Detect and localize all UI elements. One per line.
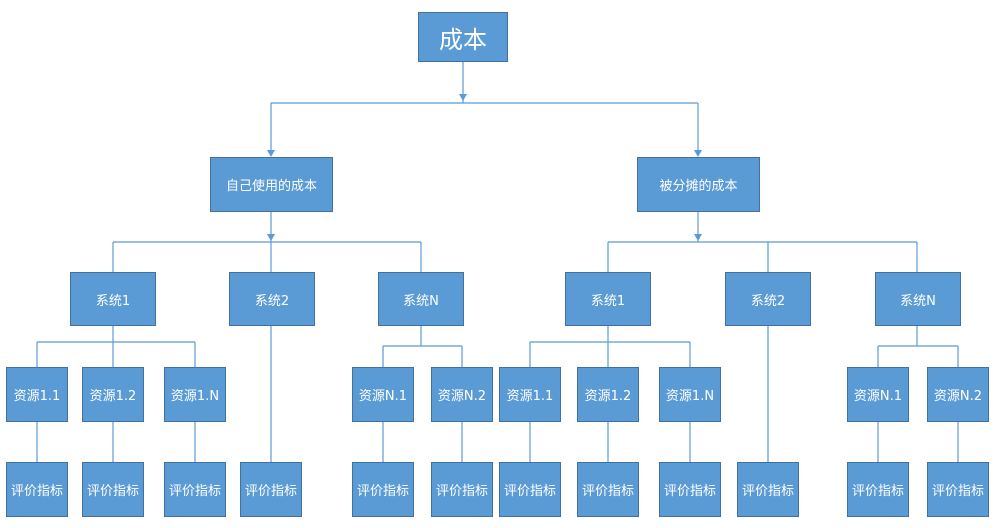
- left-resource-1-2: 资源1.2: [82, 367, 144, 422]
- left-system-2: 系统2: [229, 272, 315, 326]
- metric-left-n-1: 评价指标: [352, 462, 414, 517]
- right-resource-n-2: 资源N.2: [927, 367, 989, 422]
- left-resource-n-2: 资源N.2: [431, 367, 493, 422]
- metric-right-1-n: 评价指标: [659, 462, 721, 517]
- metric-right-1-2: 评价指标: [577, 462, 639, 517]
- left-system-n: 系统N: [378, 272, 464, 326]
- metric-left-1-n: 评价指标: [164, 462, 226, 517]
- metric-right-system-2: 评价指标: [737, 462, 799, 517]
- right-system-2: 系统2: [725, 272, 811, 326]
- right-system-1: 系统1: [565, 272, 651, 326]
- branch-allocated-cost: 被分摊的成本: [637, 157, 760, 212]
- left-resource-n-1: 资源N.1: [352, 367, 414, 422]
- metric-left-system-2: 评价指标: [240, 462, 302, 517]
- metric-right-1-1: 评价指标: [499, 462, 561, 517]
- metric-right-n-2: 评价指标: [927, 462, 989, 517]
- metric-left-n-2: 评价指标: [431, 462, 493, 517]
- left-resource-1-1: 资源1.1: [6, 367, 68, 422]
- right-resource-1-2: 资源1.2: [577, 367, 639, 422]
- left-system-1: 系统1: [70, 272, 156, 326]
- right-resource-1-1: 资源1.1: [499, 367, 561, 422]
- left-resource-1-n: 资源1.N: [164, 367, 226, 422]
- metric-right-n-1: 评价指标: [847, 462, 909, 517]
- right-resource-1-n: 资源1.N: [659, 367, 721, 422]
- right-system-n: 系统N: [875, 272, 961, 326]
- metric-left-1-1: 评价指标: [6, 462, 68, 517]
- right-resource-n-1: 资源N.1: [847, 367, 909, 422]
- branch-self-used-cost: 自己使用的成本: [210, 157, 333, 212]
- metric-left-1-2: 评价指标: [82, 462, 144, 517]
- root-node-cost: 成本: [418, 12, 508, 62]
